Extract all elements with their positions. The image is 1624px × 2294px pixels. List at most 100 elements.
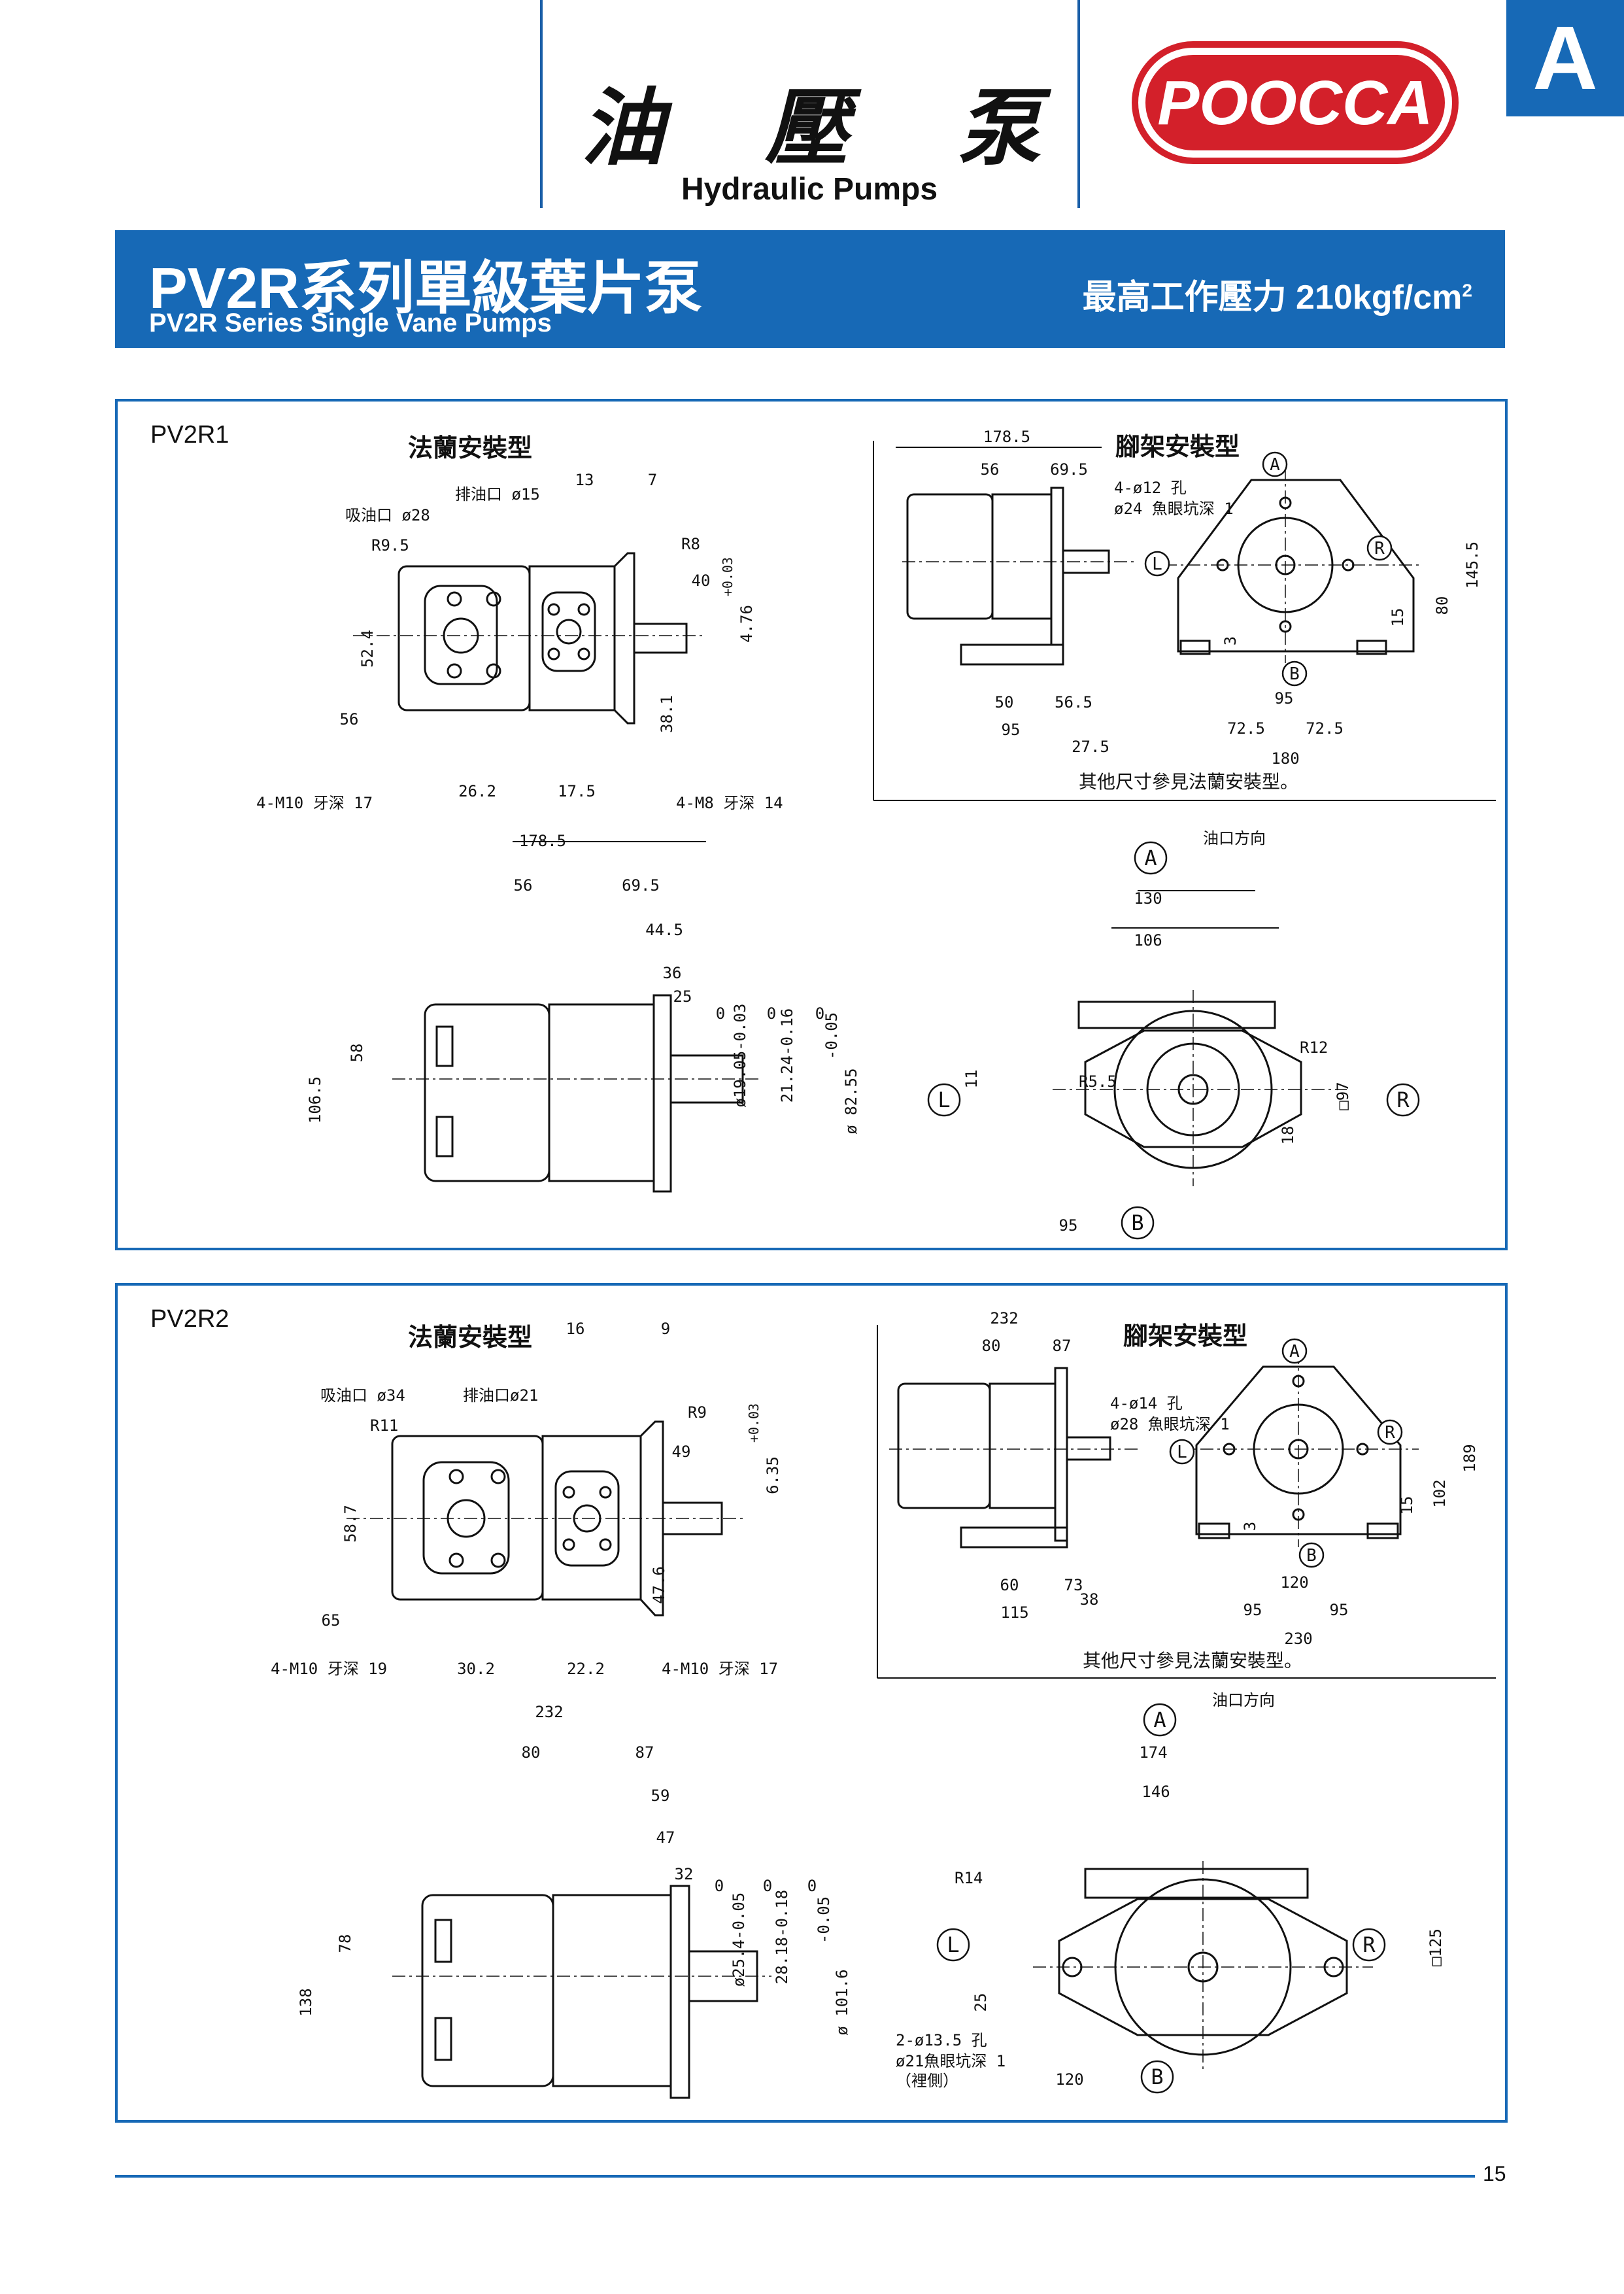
pv2r2-v120: 120 [1055,2070,1083,2089]
pv2r2-oildir-label: 油口方向 [1212,1691,1275,1709]
pv2r2-s138: 138 [297,1988,315,2016]
pv2r2-s0a: 0 [715,1877,724,1895]
svg-text:L: L [947,1932,959,1957]
pv2r2-r11-label: R11 [370,1416,398,1435]
pv2r1-s005: -0.05 [822,1012,841,1059]
pv2r2-s47: 47 [656,1828,675,1847]
pv2r2-r9-label: R9 [688,1403,707,1422]
pv2r1-f56: 56 [981,460,1000,479]
svg-text:A: A [1153,1707,1166,1732]
pv2r1-f180: 180 [1271,749,1299,768]
pv2r2-foot-title: 腳架安裝型 [1123,1322,1248,1350]
pv2r2-d65: 65 [322,1611,341,1630]
pv2r1-foot-circle-b [1281,660,1308,687]
pv2r1-s36: 36 [663,964,682,982]
pv2r2-f73: 73 [1064,1576,1083,1594]
pv2r2-d587: 58.7 [341,1505,360,1543]
pv2r1-v18: 18 [1279,1126,1297,1145]
pv2r1-f695: 69.5 [1050,460,1088,479]
pv2r1-foot-title: 腳架安裝型 [1115,432,1240,461]
pv2r2-m10b-label: 4-M10 牙深 17 [662,1660,778,1678]
page-number: 15 [1483,2162,1506,2185]
pv2r1-r95-label: R9.5 [371,536,409,555]
pv2r1-f725a: 72.5 [1227,719,1265,738]
pv2r1-v95: 95 [1059,1216,1078,1235]
pv2r1-f3: 3 [1221,636,1240,645]
pv2r1-s0b: 0 [767,1004,776,1023]
svg-text:R: R [1374,539,1385,558]
pv2r2-d635: 6.35 [764,1456,782,1494]
pv2r2-s78: 78 [336,1934,354,1953]
pv2r1-v106: 106 [1134,931,1162,950]
pv2r1-flange-shaft [633,623,688,654]
pv2r1-d476: 4.76 [737,605,756,643]
logo-text: POOCCA [1157,68,1432,138]
pv2r1-f565: 56.5 [1055,693,1092,711]
svg-text:A: A [1144,846,1157,870]
header-char-3: 泵 [957,79,1041,177]
pv2r2-s59: 59 [651,1787,670,1805]
pv2r1-oildir-label: 油口方向 [1203,829,1266,847]
pv2r1-f1785: 178.5 [983,428,1030,446]
pv2r2-f189: 189 [1461,1444,1479,1472]
pv2r2-v146: 146 [1142,1783,1170,1801]
pv2r1-d7: 7 [648,471,657,489]
pv2r1-f725b: 72.5 [1306,719,1344,738]
pv2r1-r55-label: R5.5 [1079,1072,1117,1091]
banner-title-cn: PV2R系列單級葉片泵 [149,256,702,320]
pv2r2-suction-label: 吸油口 ø34 [320,1386,405,1405]
pv2r1-d13: 13 [575,471,594,489]
svg-text:L: L [1152,555,1162,574]
pv2r1-view-circle-b [1121,1206,1155,1240]
pv2r2-v125: □125 [1427,1928,1445,1966]
pv2r2-f38: 38 [1080,1590,1099,1609]
pv2r1-flange-body-right [528,565,616,711]
svg-text:R: R [1396,1087,1410,1112]
pv2r2-f230: 230 [1284,1630,1312,1648]
pv2r2-d476: 47.6 [650,1566,668,1604]
pv2r1-s8255: ø 82.55 [842,1068,860,1134]
header-divider-left [540,0,543,208]
pv2r2-flange-title: 法蘭安裝型 [408,1323,533,1352]
pv2r2-spot-label: ø28 魚眼坑深 1 [1110,1415,1230,1433]
pv2r2-d635-tol: +0.03 [746,1403,762,1443]
pv2r1-f275: 27.5 [1072,738,1109,756]
pv2r1-discharge-label: 排油口 ø15 [455,485,540,504]
pv2r2-f95b: 95 [1330,1601,1349,1619]
pv2r1-s56: 56 [514,876,533,895]
pv2r2-v25: 25 [972,1993,990,2012]
pv2r1-f95b: 95 [1002,721,1021,739]
header-char-2: 壓 [765,79,849,177]
svg-text:L: L [938,1087,950,1112]
pv2r1-s0a: 0 [716,1004,725,1023]
footer-rule [115,2175,1475,2178]
pv2r1-s1785: 178.5 [519,832,566,850]
pv2r1-s25: 25 [673,987,692,1006]
svg-text:R: R [1385,1423,1395,1443]
section-tab: A [1506,0,1624,116]
pv2r2-f102: 102 [1430,1479,1449,1507]
pv2r2-f3: 3 [1241,1522,1259,1531]
pv2r1-s1065: 106.5 [306,1076,324,1123]
pv2r2-d49: 49 [672,1443,691,1461]
pv2r2-s0c: 0 [807,1877,817,1895]
svg-text:B: B [1306,1546,1317,1566]
banner-title-en: PV2R Series Single Vane Pumps [149,309,552,337]
pv2r1-d476-tol: +0.03 [720,557,736,596]
pv2r1-s2124: 21.24-0.16 [778,1008,796,1103]
pv2r1-flange-body-left [398,565,531,711]
pv2r2-d222: 22.2 [567,1660,605,1678]
pv2r1-r8-label: R8 [681,535,700,553]
pv2r2-d9: 9 [661,1320,670,1338]
pv2r1-m8-label: 4-M8 牙深 14 [676,794,783,812]
pv2r2-s87: 87 [635,1743,654,1762]
svg-text:B: B [1289,664,1300,684]
banner-pressure: 最高工作壓力 210kgf/cm2 [1082,279,1472,317]
pv2r2-f232: 232 [990,1309,1018,1327]
pv2r1-flange-suction [424,585,498,685]
pv2r1-s445: 44.5 [645,921,683,939]
pv2r1-suction-label: 吸油口 ø28 [345,506,430,524]
pv2r1-d40: 40 [692,572,711,590]
pv2r2-f15: 15 [1398,1496,1416,1515]
pv2r1-d175: 17.5 [558,782,596,800]
